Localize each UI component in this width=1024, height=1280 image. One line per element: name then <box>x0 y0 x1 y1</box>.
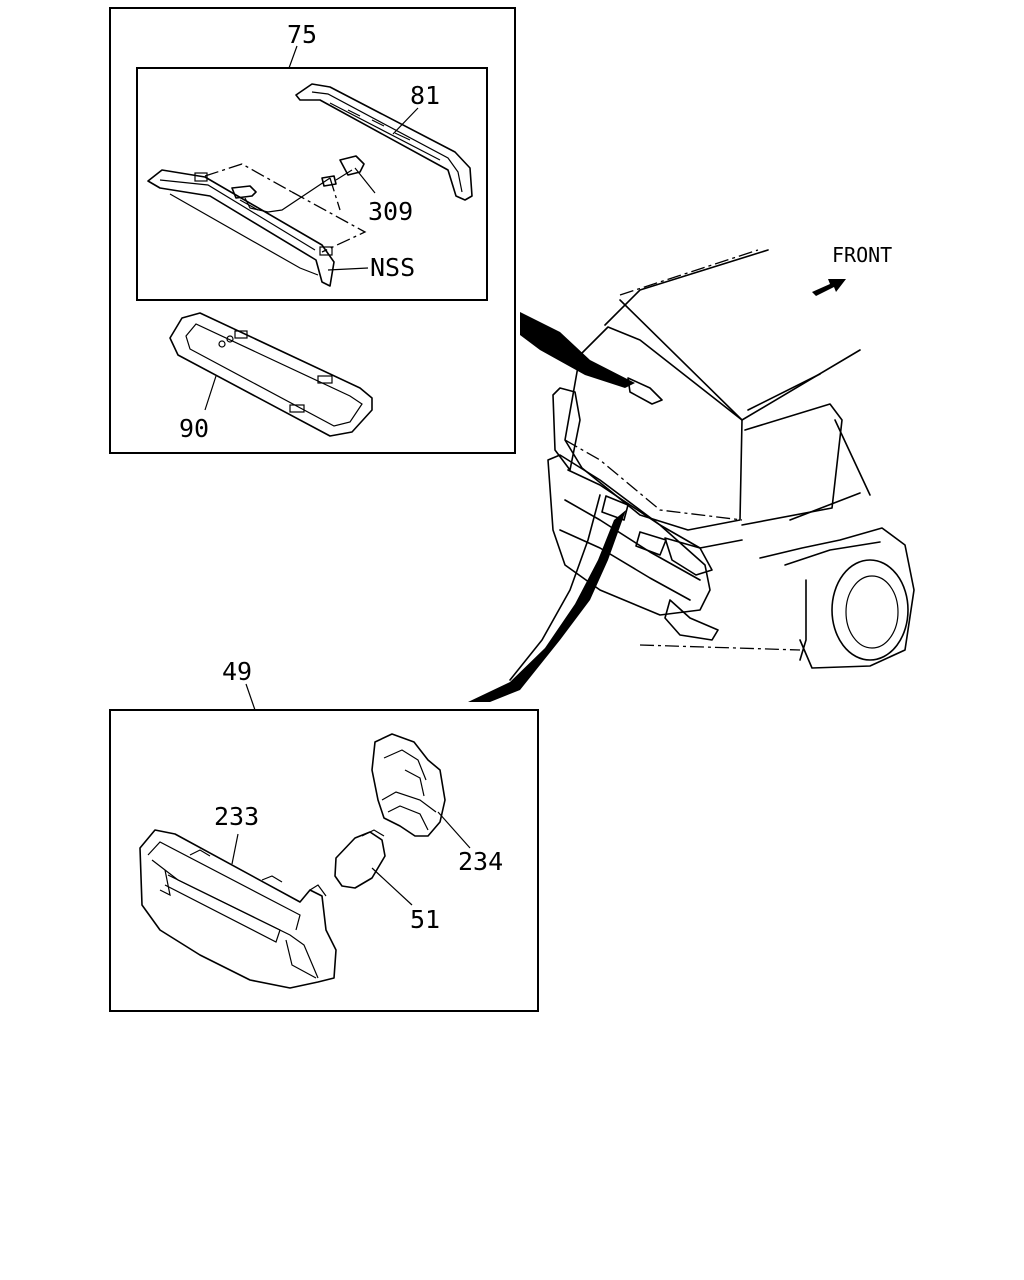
callout-49: 49 <box>222 657 252 686</box>
license-lamp-group: 49 233 234 51 <box>109 657 539 1012</box>
front-arrow-icon <box>812 279 846 296</box>
leader-75 <box>288 45 298 69</box>
pointer-to-high-mount <box>520 312 635 388</box>
leader-309 <box>354 167 376 194</box>
box-49 <box>109 709 539 1012</box>
callout-90: 90 <box>179 414 209 443</box>
callout-nss: NSS <box>370 253 415 282</box>
bulb-51-part <box>334 829 386 889</box>
outer-box-75 <box>109 7 516 454</box>
callout-51: 51 <box>410 905 440 934</box>
callout-234: 234 <box>458 847 503 876</box>
callout-75: 75 <box>287 20 317 49</box>
high-mount-lamp-group: 75 81 309 <box>109 7 516 454</box>
leader-51 <box>371 867 413 906</box>
leader-234 <box>437 811 471 849</box>
lens-81-part <box>295 83 473 201</box>
lamp-housing-233-part <box>139 829 337 989</box>
front-direction-indicator: FRONT <box>812 243 892 296</box>
callout-233: 233 <box>214 802 259 831</box>
socket-234-part <box>371 733 446 837</box>
leader-nss <box>327 267 369 271</box>
inner-box-75 <box>136 67 488 301</box>
callout-81: 81 <box>410 81 440 110</box>
callout-309: 309 <box>368 197 413 226</box>
leader-90 <box>204 375 217 411</box>
leader-233 <box>231 833 239 865</box>
lamp-housing-part <box>147 155 365 287</box>
leader-81 <box>392 107 419 135</box>
leader-49 <box>245 683 256 711</box>
vehicle-rear-view <box>468 249 915 702</box>
gasket-90-part <box>169 312 373 437</box>
pointer-to-license-lamp <box>468 510 626 702</box>
front-label: FRONT <box>832 243 892 267</box>
